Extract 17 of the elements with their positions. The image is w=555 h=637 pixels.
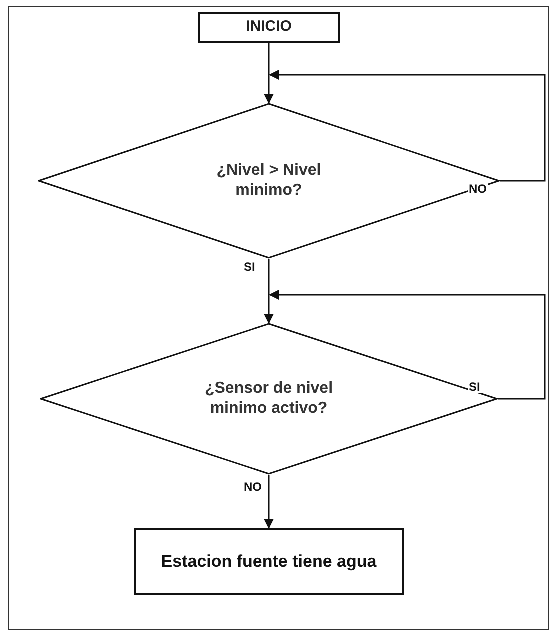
arrow <box>264 43 274 104</box>
arrow <box>269 290 546 400</box>
edge-label: NO <box>468 183 488 195</box>
edge-label: NO <box>243 481 263 493</box>
node-text: INICIO <box>246 18 292 37</box>
arrow <box>264 475 274 529</box>
process-box <box>198 12 340 43</box>
decision-diamond <box>38 103 500 259</box>
decision-diamond <box>40 323 498 475</box>
node-text: Estacion fuente tiene agua <box>160 550 378 572</box>
arrow <box>264 259 274 324</box>
node-text: ¿Sensor de nivel minimo activo? <box>204 379 334 419</box>
node-text: ¿Nivel > Nivel minimo? <box>216 161 322 201</box>
arrow <box>269 70 546 182</box>
edge-label: SI <box>243 261 256 273</box>
edge-label: SI <box>468 381 482 393</box>
process-box <box>134 528 404 595</box>
